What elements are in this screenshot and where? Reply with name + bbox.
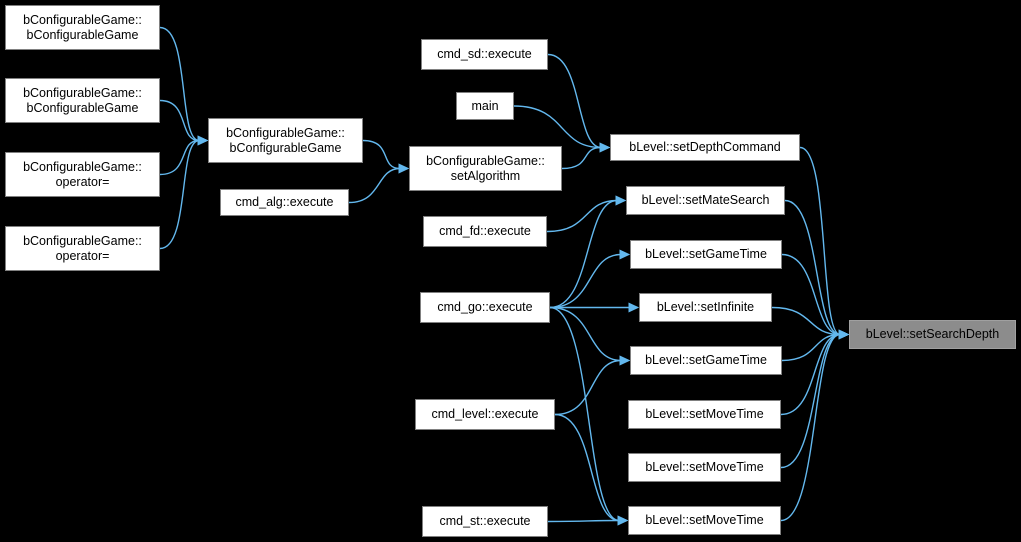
- graph-node[interactable]: cmd_fd::execute: [423, 216, 547, 247]
- graph-edge: [784, 199, 841, 336]
- graph-edge-arrowhead: [628, 302, 640, 313]
- graph-edge: [546, 199, 618, 233]
- graph-edge: [549, 253, 622, 309]
- graph-node[interactable]: bConfigurableGame:: operator=: [5, 226, 160, 271]
- graph-edge: [799, 146, 841, 336]
- graph-node[interactable]: cmd_st::execute: [422, 506, 548, 537]
- graph-node[interactable]: bLevel::setMoveTime: [628, 400, 781, 429]
- graph-edge: [159, 99, 200, 142]
- graph-edge-arrowhead: [838, 329, 850, 340]
- graph-node[interactable]: bLevel::setGameTime: [630, 240, 782, 269]
- graph-edge-arrowhead: [398, 163, 410, 174]
- graph-edge: [554, 413, 620, 522]
- graph-edge: [159, 139, 200, 176]
- graph-node[interactable]: cmd_alg::execute: [220, 189, 349, 216]
- graph-node[interactable]: main: [456, 92, 514, 120]
- graph-node[interactable]: cmd_sd::execute: [421, 39, 548, 70]
- graph-node[interactable]: bLevel::setMoveTime: [628, 453, 781, 482]
- graph-edge: [547, 519, 620, 523]
- graph-node[interactable]: bConfigurableGame:: setAlgorithm: [409, 146, 562, 191]
- graph-node[interactable]: bConfigurableGame:: bConfigurableGame: [5, 5, 160, 50]
- graph-edge: [771, 306, 841, 336]
- graph-edge: [554, 359, 622, 416]
- graph-edge: [159, 26, 200, 142]
- graph-edge: [561, 146, 602, 170]
- graph-node[interactable]: bConfigurableGame:: operator=: [5, 152, 160, 197]
- graph-edge: [549, 306, 622, 362]
- graph-node[interactable]: bConfigurableGame:: bConfigurableGame: [208, 118, 363, 163]
- graph-node[interactable]: bLevel::setGameTime: [630, 346, 782, 375]
- graph-node[interactable]: bLevel::setDepthCommand: [610, 134, 800, 161]
- graph-edge: [513, 105, 602, 149]
- graph-edge: [549, 306, 620, 522]
- graph-node[interactable]: bLevel::setSearchDepth: [849, 320, 1016, 349]
- graph-edge: [780, 333, 841, 522]
- graph-edge-arrowhead: [617, 515, 629, 526]
- graph-edge-arrowhead: [615, 195, 627, 206]
- graph-edge-arrowhead: [599, 142, 611, 153]
- graph-node[interactable]: cmd_go::execute: [420, 292, 550, 323]
- graph-edge: [547, 53, 602, 149]
- graph-edge: [348, 167, 401, 204]
- graph-edge-arrowhead: [197, 135, 209, 146]
- graph-edge: [159, 139, 200, 250]
- graph-edge: [362, 139, 401, 170]
- graph-edge: [549, 199, 618, 309]
- graph-node[interactable]: bLevel::setMateSearch: [626, 186, 785, 215]
- graph-edge-arrowhead: [619, 249, 631, 260]
- graph-edge: [780, 333, 841, 469]
- graph-node[interactable]: bLevel::setInfinite: [639, 293, 772, 322]
- graph-node[interactable]: bLevel::setMoveTime: [628, 506, 781, 535]
- graph-edge: [781, 253, 841, 336]
- graph-node[interactable]: bConfigurableGame:: bConfigurableGame: [5, 78, 160, 123]
- graph-node[interactable]: cmd_level::execute: [415, 399, 555, 430]
- graph-edge: [781, 333, 841, 362]
- graph-edge: [780, 333, 841, 416]
- graph-edge-arrowhead: [619, 355, 631, 366]
